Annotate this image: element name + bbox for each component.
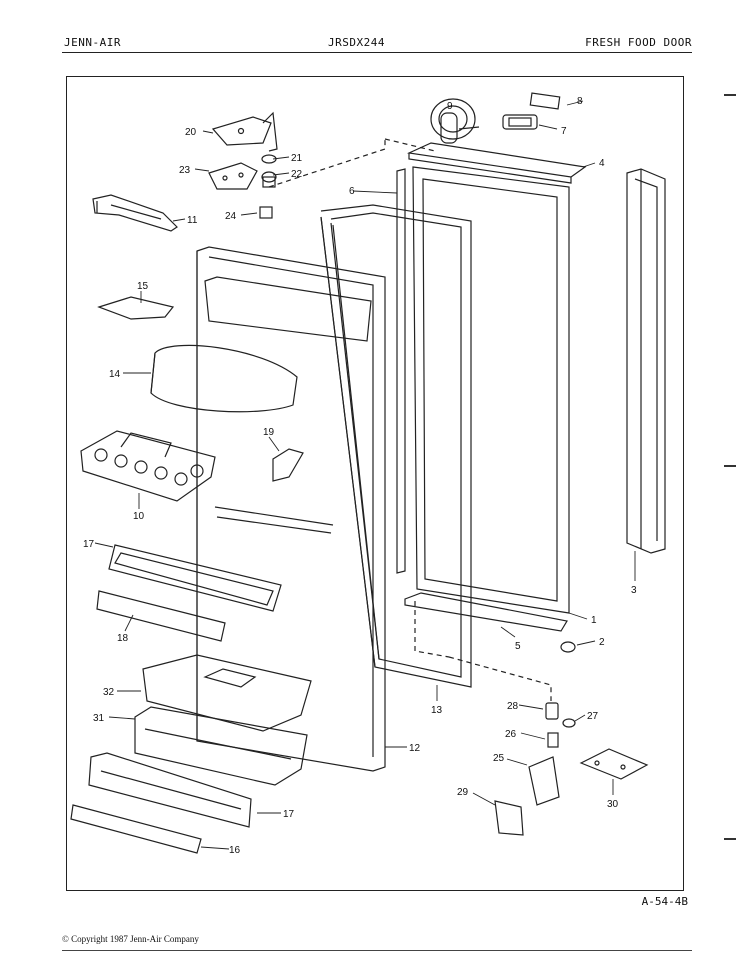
part-7-clip — [502, 114, 538, 130]
callout-6: 6 — [349, 186, 355, 197]
part-15-tray — [97, 296, 175, 320]
part-20-hinge — [211, 111, 278, 152]
callout-8: 8 — [577, 96, 583, 107]
part-31-crisper — [134, 706, 308, 786]
leader-lines — [268, 138, 552, 701]
callout-15: 15 — [137, 281, 149, 292]
callout-7: 7 — [561, 126, 567, 137]
callout-19: 19 — [263, 427, 275, 438]
part-5-bottom-channel — [404, 592, 568, 632]
callout-26: 26 — [505, 729, 517, 740]
callout-1: 1 — [591, 615, 597, 626]
callout-2: 2 — [599, 637, 605, 648]
part-30-hinge-plate — [579, 748, 649, 780]
callout-9: 9 — [447, 101, 453, 112]
margin-tick — [724, 94, 736, 96]
header-brand: JENN-AIR — [64, 36, 121, 49]
part-29-bracket — [494, 800, 524, 836]
callout-29: 29 — [457, 787, 469, 798]
part-32-cover — [142, 654, 312, 732]
part-13-gasket — [320, 204, 472, 688]
callout-17-upper: 17 — [83, 539, 95, 550]
callout-25: 25 — [493, 753, 505, 764]
part-17-lower-bin — [88, 752, 252, 828]
callout-leaders — [94, 100, 636, 850]
callout-20: 20 — [185, 127, 197, 138]
callout-31: 31 — [93, 713, 105, 724]
part-12-door-liner — [196, 246, 386, 772]
callout-22: 22 — [291, 169, 303, 180]
part-6-strip — [396, 168, 406, 574]
callout-27: 27 — [587, 711, 599, 722]
callout-14: 14 — [109, 369, 121, 380]
callout-28: 28 — [507, 701, 519, 712]
callout-21: 21 — [291, 153, 303, 164]
part-1-door-panel — [412, 166, 570, 614]
exploded-parts-diagram: 8 9 7 4 20 21 22 23 24 11 6 15 14 19 10 … — [70, 92, 666, 856]
copyright-notice: © Copyright 1987 Jenn-Air Company — [62, 934, 199, 944]
margin-tick — [724, 838, 736, 840]
margin-tick — [724, 465, 736, 467]
part-17-upper-bin — [108, 544, 282, 612]
callout-labels: 8 9 7 4 20 21 22 23 24 11 6 15 14 19 10 … — [83, 96, 637, 856]
part-21-22-washers — [261, 154, 277, 188]
part-19-bracket — [272, 448, 304, 482]
callout-10: 10 — [133, 511, 145, 522]
callout-16: 16 — [229, 845, 241, 856]
header-rule — [62, 52, 692, 53]
part-10-egg-tray — [80, 430, 216, 502]
callout-30: 30 — [607, 799, 619, 810]
callout-12: 12 — [409, 743, 421, 754]
callout-32: 32 — [103, 687, 115, 698]
callout-18: 18 — [117, 633, 129, 644]
part-16-trim — [70, 804, 202, 854]
callout-3: 3 — [631, 585, 637, 596]
part-24-bushing — [259, 206, 273, 219]
callout-4: 4 — [599, 158, 605, 169]
document-number: A-54-4B — [641, 895, 688, 908]
callout-13: 13 — [431, 705, 443, 716]
part-8-plate — [529, 92, 561, 110]
part-9-knob — [430, 98, 480, 144]
part-26-pin — [547, 732, 559, 748]
part-4-top-channel — [406, 142, 587, 184]
callout-5: 5 — [515, 641, 521, 652]
part-11-handle — [92, 194, 178, 232]
header-section: FRESH FOOD DOOR — [585, 36, 692, 49]
header-model: JRSDX244 — [328, 36, 385, 49]
part-14-dairy-door — [150, 344, 298, 413]
callout-17-lower: 17 — [283, 809, 295, 820]
part-18-trim — [96, 590, 226, 642]
part-28-bushing — [545, 702, 559, 720]
part-27-washer — [562, 718, 576, 728]
footer-rule — [62, 950, 692, 951]
part-3-side-rail — [626, 168, 666, 554]
diagram-frame: 8 9 7 4 20 21 22 23 24 11 6 15 14 19 10 … — [66, 76, 684, 891]
part-23-hinge-plate — [208, 162, 258, 190]
part-2-nut — [560, 641, 576, 653]
part-25-hinge — [528, 756, 560, 806]
callout-23: 23 — [179, 165, 191, 176]
callout-11: 11 — [187, 215, 198, 226]
callout-24: 24 — [225, 211, 237, 222]
